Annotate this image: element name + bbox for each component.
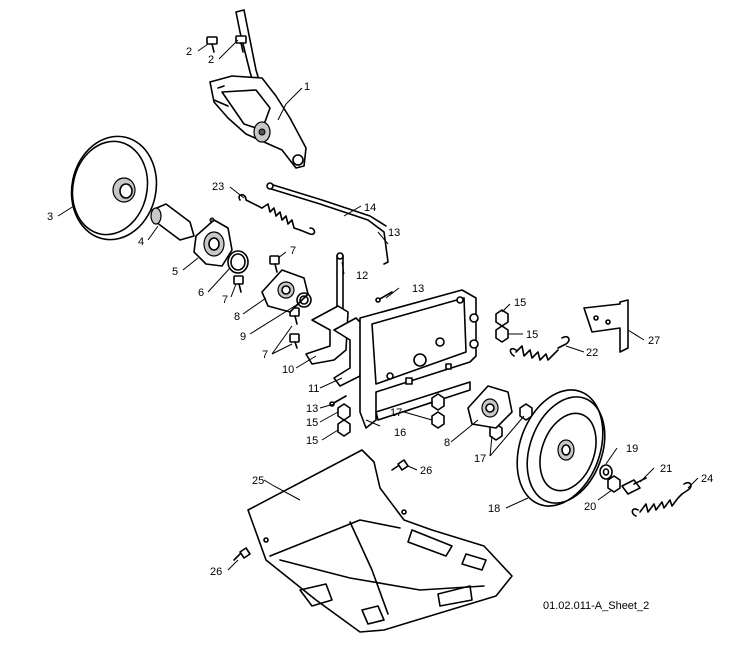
part-22-spring xyxy=(509,335,570,361)
callout-27: 27 xyxy=(648,335,660,347)
part-23-spring xyxy=(238,193,316,236)
callout-18: 18 xyxy=(488,503,500,515)
drawing-id: 01.02.011-A_Sheet_2 xyxy=(543,600,649,612)
part-1-lever-assembly xyxy=(209,9,307,169)
callout-23: 23 xyxy=(212,181,224,193)
part-25-cover xyxy=(247,449,513,633)
part-3-disc xyxy=(70,135,158,241)
callout-19: 19 xyxy=(626,443,638,455)
callout-26a: 26 xyxy=(420,465,432,477)
part-15-nuts xyxy=(337,309,509,437)
part-20-nut xyxy=(607,475,621,493)
callout-13c: 13 xyxy=(306,403,318,415)
part-8-flange-bearing-lower xyxy=(467,385,513,429)
part-2-bolts xyxy=(206,35,247,53)
callout-13b: 13 xyxy=(412,283,424,295)
callout-labels: 1 2 2 3 4 5 6 7 7 7 8 8 9 10 11 12 13 13… xyxy=(47,46,713,578)
callout-2a: 2 xyxy=(186,46,192,58)
part-13-pins xyxy=(329,291,393,407)
callout-21: 21 xyxy=(660,463,672,475)
part-16-main-plate xyxy=(359,289,479,429)
callout-15a: 15 xyxy=(514,297,526,309)
callout-9: 9 xyxy=(240,331,246,343)
callout-2b: 2 xyxy=(208,54,214,66)
part-19-washer xyxy=(599,464,613,480)
callout-24: 24 xyxy=(701,473,713,485)
callout-15c: 15 xyxy=(306,417,318,429)
part-18-pulley xyxy=(516,389,606,507)
leader-lines xyxy=(57,39,699,571)
callout-8a: 8 xyxy=(234,311,240,323)
part-17-nuts xyxy=(431,393,533,441)
callout-22: 22 xyxy=(586,347,598,359)
callout-8b: 8 xyxy=(444,437,450,449)
callout-14: 14 xyxy=(364,202,376,214)
callout-3: 3 xyxy=(47,211,53,223)
callout-15d: 15 xyxy=(306,435,318,447)
part-9-washer xyxy=(296,292,312,308)
part-4-spindle xyxy=(150,203,195,241)
part-6-retaining-ring xyxy=(227,250,249,274)
callout-10: 10 xyxy=(282,364,294,376)
callout-11: 11 xyxy=(308,383,319,395)
callout-13a: 13 xyxy=(388,227,400,239)
part-27-bracket xyxy=(583,299,629,353)
callout-25: 25 xyxy=(252,475,264,487)
callout-7c: 7 xyxy=(262,349,268,361)
callout-7b: 7 xyxy=(222,294,228,306)
callout-4: 4 xyxy=(138,236,144,248)
callout-7a: 7 xyxy=(290,245,296,257)
callout-20: 20 xyxy=(584,501,596,513)
part-5-flange-bearing xyxy=(193,217,233,267)
part-14-link-rod xyxy=(266,182,389,265)
callout-17a: 17 xyxy=(390,407,402,419)
callout-6: 6 xyxy=(198,287,204,299)
callout-17b: 17 xyxy=(474,453,486,465)
callout-5: 5 xyxy=(172,266,178,278)
callout-1: 1 xyxy=(304,81,310,93)
part-12-rod xyxy=(336,252,344,319)
callout-12: 12 xyxy=(356,270,368,282)
callout-26b: 26 xyxy=(210,566,222,578)
part-24-spring xyxy=(631,481,692,517)
callout-16: 16 xyxy=(394,427,406,439)
part-10-bracket xyxy=(305,305,349,365)
part-21-bolt xyxy=(621,477,647,495)
callout-15b: 15 xyxy=(526,329,538,341)
part-11-bracket xyxy=(333,317,363,387)
